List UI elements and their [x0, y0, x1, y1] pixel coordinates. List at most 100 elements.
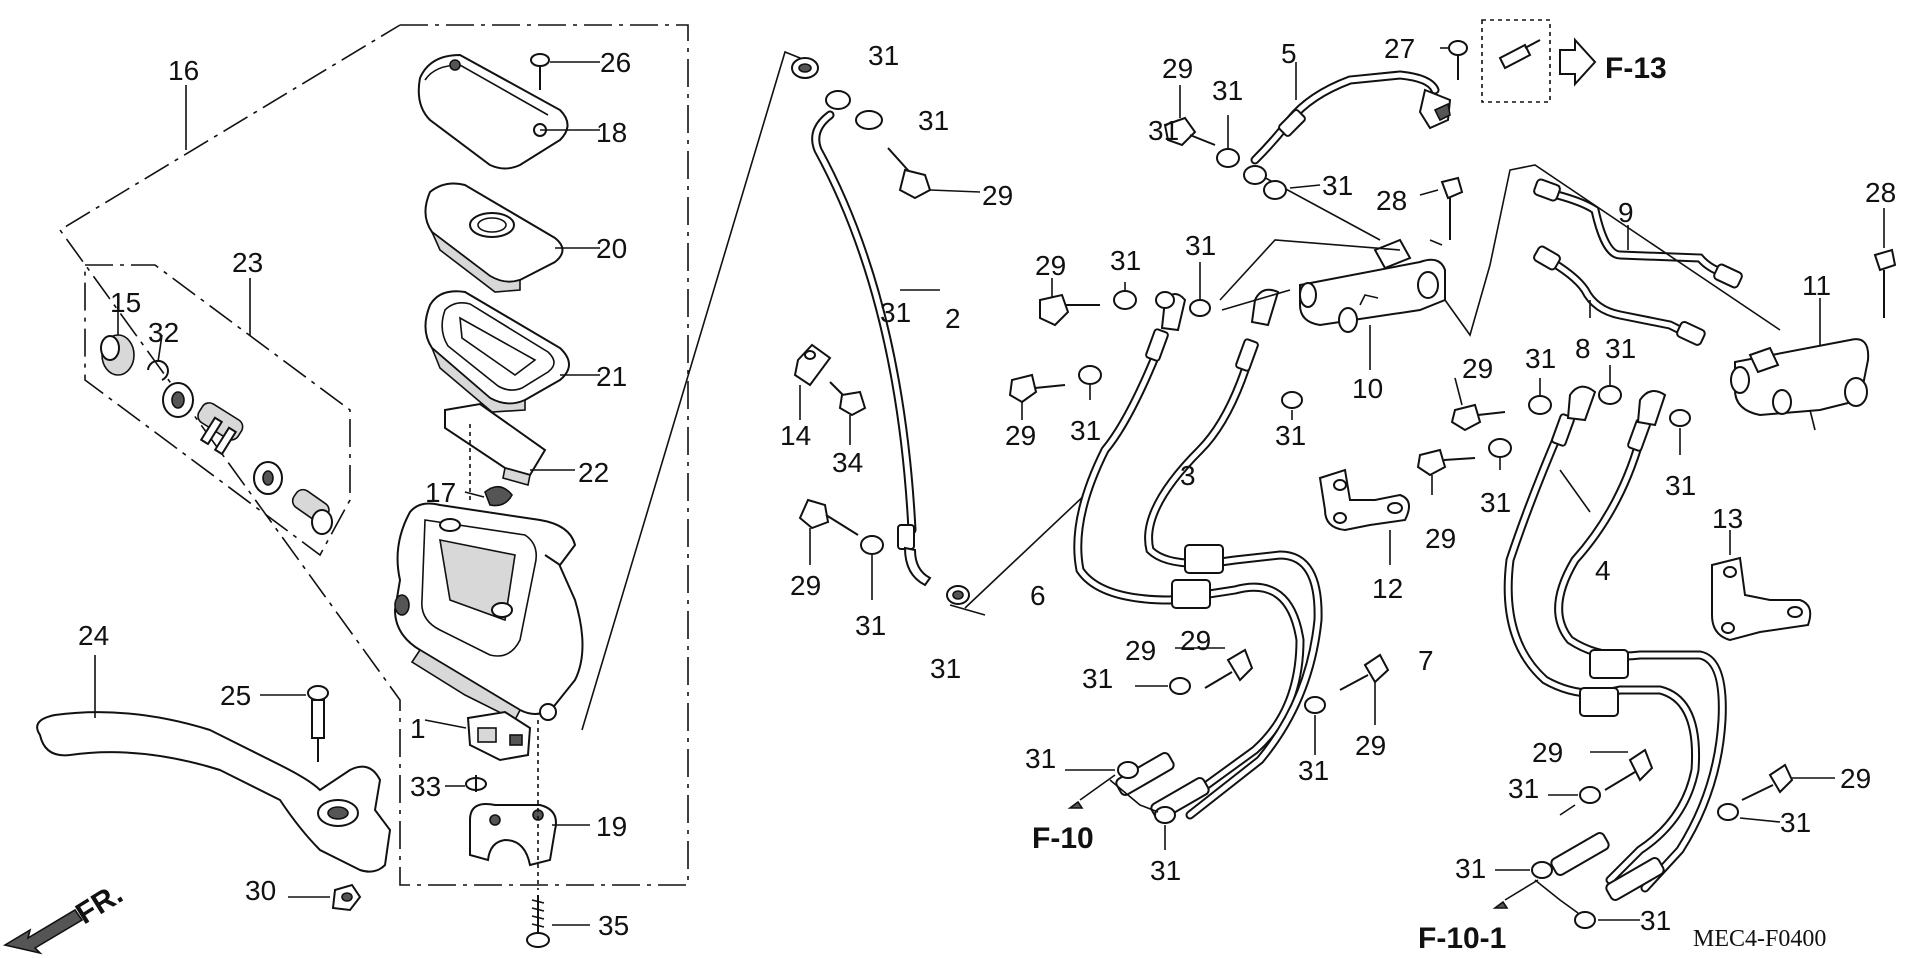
callout-31d: 31	[1322, 170, 1353, 201]
callout-31k: 31	[1082, 663, 1113, 694]
callout-27: 27	[1384, 33, 1415, 64]
callout-31r: 31	[1665, 470, 1696, 501]
callout-28a: 28	[1376, 185, 1407, 216]
nut-30	[288, 883, 362, 912]
callout-1: 1	[410, 713, 426, 744]
callout-31l: 31	[1025, 743, 1056, 774]
fasteners-lower-hose3	[1065, 647, 1390, 850]
callout-29k: 29	[1840, 763, 1871, 794]
callout-31f: 31	[1185, 230, 1216, 261]
bolt-29-hose2	[887, 147, 981, 200]
float-22	[444, 402, 575, 487]
clamp-14	[793, 343, 832, 420]
callout-31s: 31	[1508, 773, 1539, 804]
callout-31c: 31	[1212, 75, 1243, 106]
holder-19	[469, 803, 590, 867]
callout-33: 33	[410, 771, 441, 802]
callout-31b: 31	[918, 105, 949, 136]
callout-26: 26	[600, 47, 631, 78]
callout-31x: 31	[880, 297, 911, 328]
connector-10b	[1221, 289, 1291, 311]
connector-10a	[1219, 239, 1401, 301]
brake-hose-5	[1250, 62, 1452, 165]
bracket-12	[1318, 468, 1410, 565]
callout-31n: 31	[1150, 855, 1181, 886]
screw-33	[445, 775, 487, 792]
fasteners-hose4	[1416, 365, 1691, 513]
callout-31a: 31	[868, 40, 899, 71]
callout-21: 21	[596, 361, 627, 392]
callout-31v: 31	[1640, 905, 1671, 936]
brake-pipe-8	[1533, 245, 1706, 346]
callout-18: 18	[596, 117, 627, 148]
callout-15: 15	[110, 287, 141, 318]
clip-17	[464, 485, 513, 507]
bolt-27	[1440, 40, 1468, 80]
connector-line-b	[964, 489, 1091, 609]
callout-29d: 29	[1005, 420, 1036, 451]
callout-31p: 31	[1605, 333, 1636, 364]
front-direction-arrow: FR.	[2, 877, 129, 955]
assembly-boundary-16	[58, 24, 689, 886]
front-direction-label: FR.	[70, 877, 128, 931]
callout-8: 8	[1575, 333, 1591, 364]
callout-11: 11	[1802, 270, 1831, 301]
circlip-32	[147, 334, 169, 381]
diaphragm-plate-20	[424, 182, 600, 293]
bolt-35	[526, 895, 590, 948]
callout-29h: 29	[1462, 353, 1493, 384]
callout-29e: 29	[790, 570, 821, 601]
assembly-boundary-23	[84, 264, 351, 557]
callout-28b: 28	[1865, 177, 1896, 208]
brake-hose-4	[1554, 435, 1727, 893]
pivot-bolt-25	[260, 685, 329, 762]
callout-25: 25	[220, 680, 251, 711]
callout-29f: 29	[1125, 635, 1156, 666]
callout-24: 24	[78, 620, 109, 651]
callout-labels: 1 2 3 4 5 6 7 8 9 10 11 12 13 14 15 16 1…	[78, 33, 1896, 941]
hose-joints-4-7	[1550, 385, 1667, 901]
ref-f10-1-label: F-10-1	[1418, 922, 1506, 955]
ref-arrow-f10-1: F-10-1	[1418, 922, 1506, 955]
stop-switch-1	[424, 710, 532, 762]
ref-f10-label: F-10	[1032, 822, 1094, 855]
ref-box-f13: F-13	[1481, 19, 1667, 103]
callout-9: 9	[1618, 197, 1634, 228]
callout-31i: 31	[855, 610, 886, 641]
brake-pipe-9	[1533, 178, 1743, 289]
callout-29a: 29	[1162, 53, 1193, 84]
callout-30: 30	[245, 875, 276, 906]
diaphragm-21	[424, 290, 600, 413]
callout-7: 7	[1418, 645, 1434, 676]
callout-4: 4	[1595, 555, 1611, 586]
connector-line-a	[581, 50, 806, 731]
callout-20: 20	[596, 233, 627, 264]
callout-29c: 29	[1035, 250, 1066, 281]
callout-5: 5	[1281, 38, 1297, 69]
reservoir-cap-18	[417, 53, 600, 170]
three-way-joint-10	[1299, 238, 1446, 370]
bracket-13	[1711, 530, 1812, 642]
ref-arrow-f10: F-10	[1032, 822, 1094, 855]
callout-29j: 29	[1532, 737, 1563, 768]
boot-15	[100, 300, 135, 376]
callout-31o: 31	[1525, 343, 1556, 374]
fasteners-hose5	[1163, 85, 1321, 200]
callout-31h: 31	[1275, 420, 1306, 451]
callout-31u: 31	[1455, 853, 1486, 884]
ref-f13-label: F-13	[1605, 52, 1667, 85]
bolt-29-lower	[798, 498, 859, 565]
fasteners-hose3	[1008, 262, 1303, 420]
callout-3: 3	[1180, 460, 1196, 491]
callout-35: 35	[598, 910, 629, 941]
callout-31e: 31	[1110, 245, 1141, 276]
callout-31j: 31	[930, 653, 961, 684]
callout-6: 6	[1030, 580, 1046, 611]
bolt-34	[829, 381, 867, 445]
callout-29i: 29	[1425, 523, 1456, 554]
callout-31q: 31	[1480, 487, 1511, 518]
callout-13: 13	[1712, 503, 1743, 534]
callout-29l: 29	[1180, 625, 1211, 656]
callout-23: 23	[232, 247, 263, 278]
callout-31m: 31	[1298, 755, 1329, 786]
